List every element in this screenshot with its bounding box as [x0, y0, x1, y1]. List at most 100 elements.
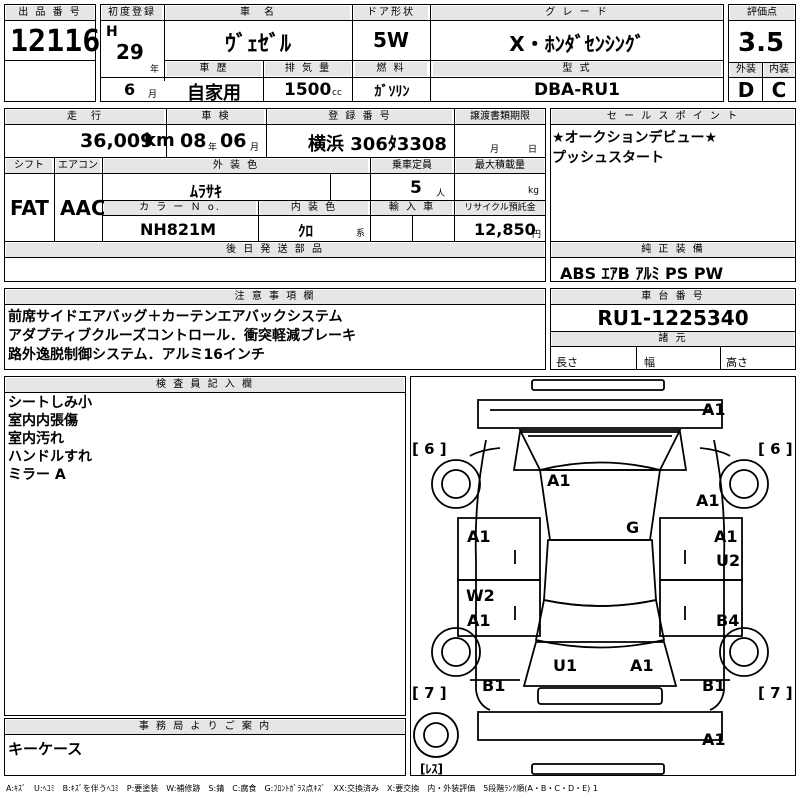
mileage: 36,009 [80, 130, 154, 152]
damage-front-right-door: A1 [714, 527, 738, 546]
reg-no: 横浜 306ﾀ3308 [308, 134, 447, 155]
legend: A:ｷｽﾞ U:ﾍｺﾐ B:ｷｽﾞを伴うﾍｺﾐ P:要塗装 W:補修跡 S:錆 … [6, 784, 598, 793]
vehicle-info-box [100, 4, 724, 102]
spec-label: 諸 元 [552, 332, 794, 346]
max-load-unit: kg [528, 186, 539, 196]
inspection-month-unit: 月 [250, 143, 260, 153]
tire-front-right: [ 6 ] [758, 440, 793, 458]
int-color: ｸﾛ [298, 222, 314, 240]
transfer-label: 譲渡書類期限 [456, 110, 544, 124]
tire-rear-right: [ 7 ] [758, 684, 793, 702]
inspection-month: 06 [220, 130, 247, 152]
transfer-month-unit: 月 [490, 145, 500, 155]
fuel-label: 燃 料 [355, 62, 427, 76]
damage-rear-right: A1 [630, 656, 654, 675]
chassis-label: 車 台 番 号 [552, 290, 794, 304]
fuel: ｶﾞｿﾘﾝ [374, 84, 410, 100]
recycle-unit: 円 [532, 230, 542, 240]
damage-roof: A1 [547, 471, 571, 490]
first-reg-month: 6 [124, 80, 136, 99]
dim-width: 幅 [644, 356, 655, 369]
damage-rear-left-door-2: A1 [467, 611, 491, 630]
inspector-label: 検 査 員 記 入 欄 [6, 378, 404, 392]
door-label: ドア形状 [354, 6, 428, 20]
selling-points-box [550, 108, 796, 282]
dim-height: 高さ [726, 356, 748, 369]
inspection-year-unit: 年 [208, 143, 218, 153]
recycle-label: リサイクル預託金 [456, 201, 544, 215]
type-code: DBA-RU1 [533, 80, 620, 100]
history: 自家用 [187, 83, 241, 104]
ac: AAC [60, 196, 106, 220]
first-reg-year: 29 [116, 40, 144, 64]
displacement-unit: cc [332, 88, 342, 98]
lot-number-box [4, 4, 96, 102]
history-label: 車 歴 [167, 62, 261, 76]
damage-front-right-door-2: U2 [716, 551, 741, 570]
shift-label: シフト [6, 159, 52, 173]
selling-points: ★オークションデビュー★ プッシュスタート [552, 130, 718, 166]
grade: X・ﾎﾝﾀﾞｾﾝｼﾝｸﾞ [509, 32, 645, 56]
damage-front-left-door: A1 [467, 527, 491, 546]
inspection-year: 08 [180, 130, 207, 152]
car-diagram-box [410, 376, 796, 776]
score-label: 評価点 [730, 6, 794, 20]
color-no-label: カ ラ ー Ｎ o. [104, 201, 256, 215]
damage-rear-right-fender: B1 [702, 676, 726, 695]
inspector-box [4, 376, 406, 716]
damage-rear-left-fender: B1 [482, 676, 506, 695]
interior-label: 内装 [764, 63, 794, 77]
displacement-label: 排 気 量 [265, 62, 351, 76]
tire-front-left: [ 6 ] [412, 440, 447, 458]
dim-length: 長さ [556, 356, 578, 369]
recycle: 12,850 [474, 220, 536, 239]
damage-rear-bumper: A1 [702, 730, 726, 749]
damage-rear-right-door: B4 [716, 611, 740, 630]
inspector-notes: シートしみ小 室内内張傷 室内汚れ ハンドルすれ ミラー A [8, 395, 92, 483]
office-label: 事 務 局 よ り ご 案 内 [6, 720, 404, 734]
int-color-label: 内 装 色 [260, 201, 368, 215]
capacity-label: 乗車定員 [372, 159, 452, 173]
interior-grade: C [771, 78, 787, 102]
first-reg-era: H [106, 24, 118, 40]
first-reg-month-unit: 月 [148, 90, 158, 100]
damage-front-bumper: A1 [702, 400, 726, 419]
ac-label: エアコン [56, 159, 100, 173]
capacity-unit: 人 [436, 189, 446, 199]
type-label: 型 式 [433, 62, 721, 76]
grade-label: グ レ ー ド [432, 6, 722, 20]
chassis-no: RU1-1225340 [597, 306, 749, 330]
later-parts-label: 後 日 発 送 部 品 [6, 243, 544, 257]
selling-points-label: セ ー ル ス ポ イ ン ト [552, 110, 794, 124]
model-label: 車 名 [166, 6, 350, 20]
import-label: 輸 入 車 [372, 201, 452, 215]
exterior-grade: D [737, 78, 755, 102]
first-reg-year-unit: 年 [150, 65, 160, 75]
genuine-label: 純 正 装 備 [552, 243, 794, 257]
ext-color-label: 外 装 色 [104, 159, 368, 173]
door-type: 5W [373, 28, 409, 52]
lot-number: 12116 [10, 24, 101, 59]
shift: FAT [10, 196, 49, 220]
exterior-label: 外装 [730, 63, 762, 77]
damage-hood-right: A1 [696, 491, 720, 510]
model-name: ｳﾞｪｾﾞﾙ [224, 32, 291, 57]
reg-no-label: 登 録 番 号 [268, 110, 452, 124]
damage-rear-left-door-1: W2 [466, 586, 495, 605]
ext-color: ﾑﾗｻｷ [190, 182, 223, 201]
damage-rear-left: U1 [553, 656, 578, 675]
notes: 前席サイドエアバッグ＋カーテンエアバックシステム アダプティブクルーズコントロー… [8, 309, 357, 363]
score-box [728, 4, 796, 102]
detail-box [4, 108, 546, 282]
mileage-unit: km [144, 130, 175, 151]
tire-spare: [ﾚｽ] [420, 762, 443, 776]
capacity: 5 [410, 178, 422, 198]
office-box [4, 718, 406, 776]
damage-roof-center: G [626, 518, 640, 537]
score: 3.5 [738, 28, 785, 58]
chassis-box [550, 288, 796, 370]
color-no: NH821M [140, 220, 217, 239]
max-load-label: 最大積載量 [456, 159, 544, 173]
transfer-day-unit: 日 [528, 145, 538, 155]
tire-rear-left: [ 7 ] [412, 684, 447, 702]
